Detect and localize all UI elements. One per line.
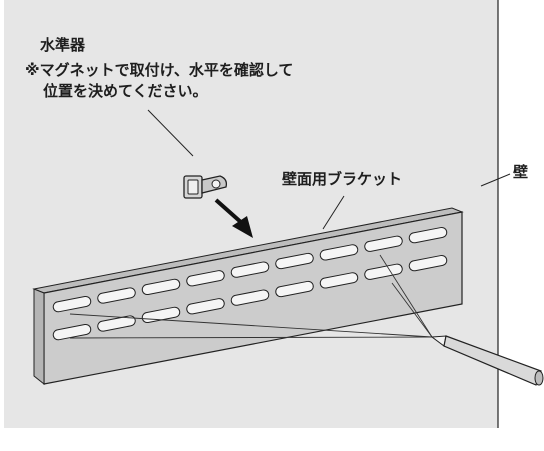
bracket-slot	[275, 280, 314, 298]
pencil-body	[443, 335, 542, 386]
bracket-slot	[364, 263, 403, 280]
bracket-slot	[186, 270, 225, 287]
spirit-level	[183, 175, 228, 199]
leader-level	[147, 109, 194, 157]
bracket-slot	[52, 295, 92, 313]
bracket-slot	[408, 254, 448, 272]
wall-label: 壁	[513, 163, 529, 181]
level-label: 水準器	[40, 36, 86, 54]
bracket-slots	[52, 226, 448, 341]
bracket-side-flange	[33, 288, 45, 386]
leader-wall	[480, 173, 511, 187]
bracket-slot	[97, 315, 136, 332]
pencil-lines	[69, 254, 433, 339]
leader-bracket	[322, 195, 345, 230]
bracket-slot	[230, 289, 270, 306]
wall-bracket	[32, 207, 464, 386]
bracket-slot	[408, 226, 448, 244]
bracket-slot	[141, 278, 181, 296]
note-line-1: ※マグネットで取付け、水平を確認して	[25, 61, 294, 79]
pencil-end	[534, 370, 544, 386]
bracket-slot	[319, 244, 359, 261]
note-line-2: 位置を決めてください。	[43, 82, 208, 100]
bracket-slot	[52, 323, 92, 341]
bracket-slot	[364, 235, 403, 252]
bracket-label: 壁面用ブラケット	[282, 170, 403, 188]
pencil	[430, 335, 544, 386]
bracket-slot	[275, 252, 314, 270]
bracket-slot	[97, 287, 136, 304]
bracket-slot	[186, 298, 225, 315]
bracket-slot	[230, 261, 270, 278]
placement-arrow	[214, 198, 253, 238]
bracket-slot	[319, 272, 359, 289]
